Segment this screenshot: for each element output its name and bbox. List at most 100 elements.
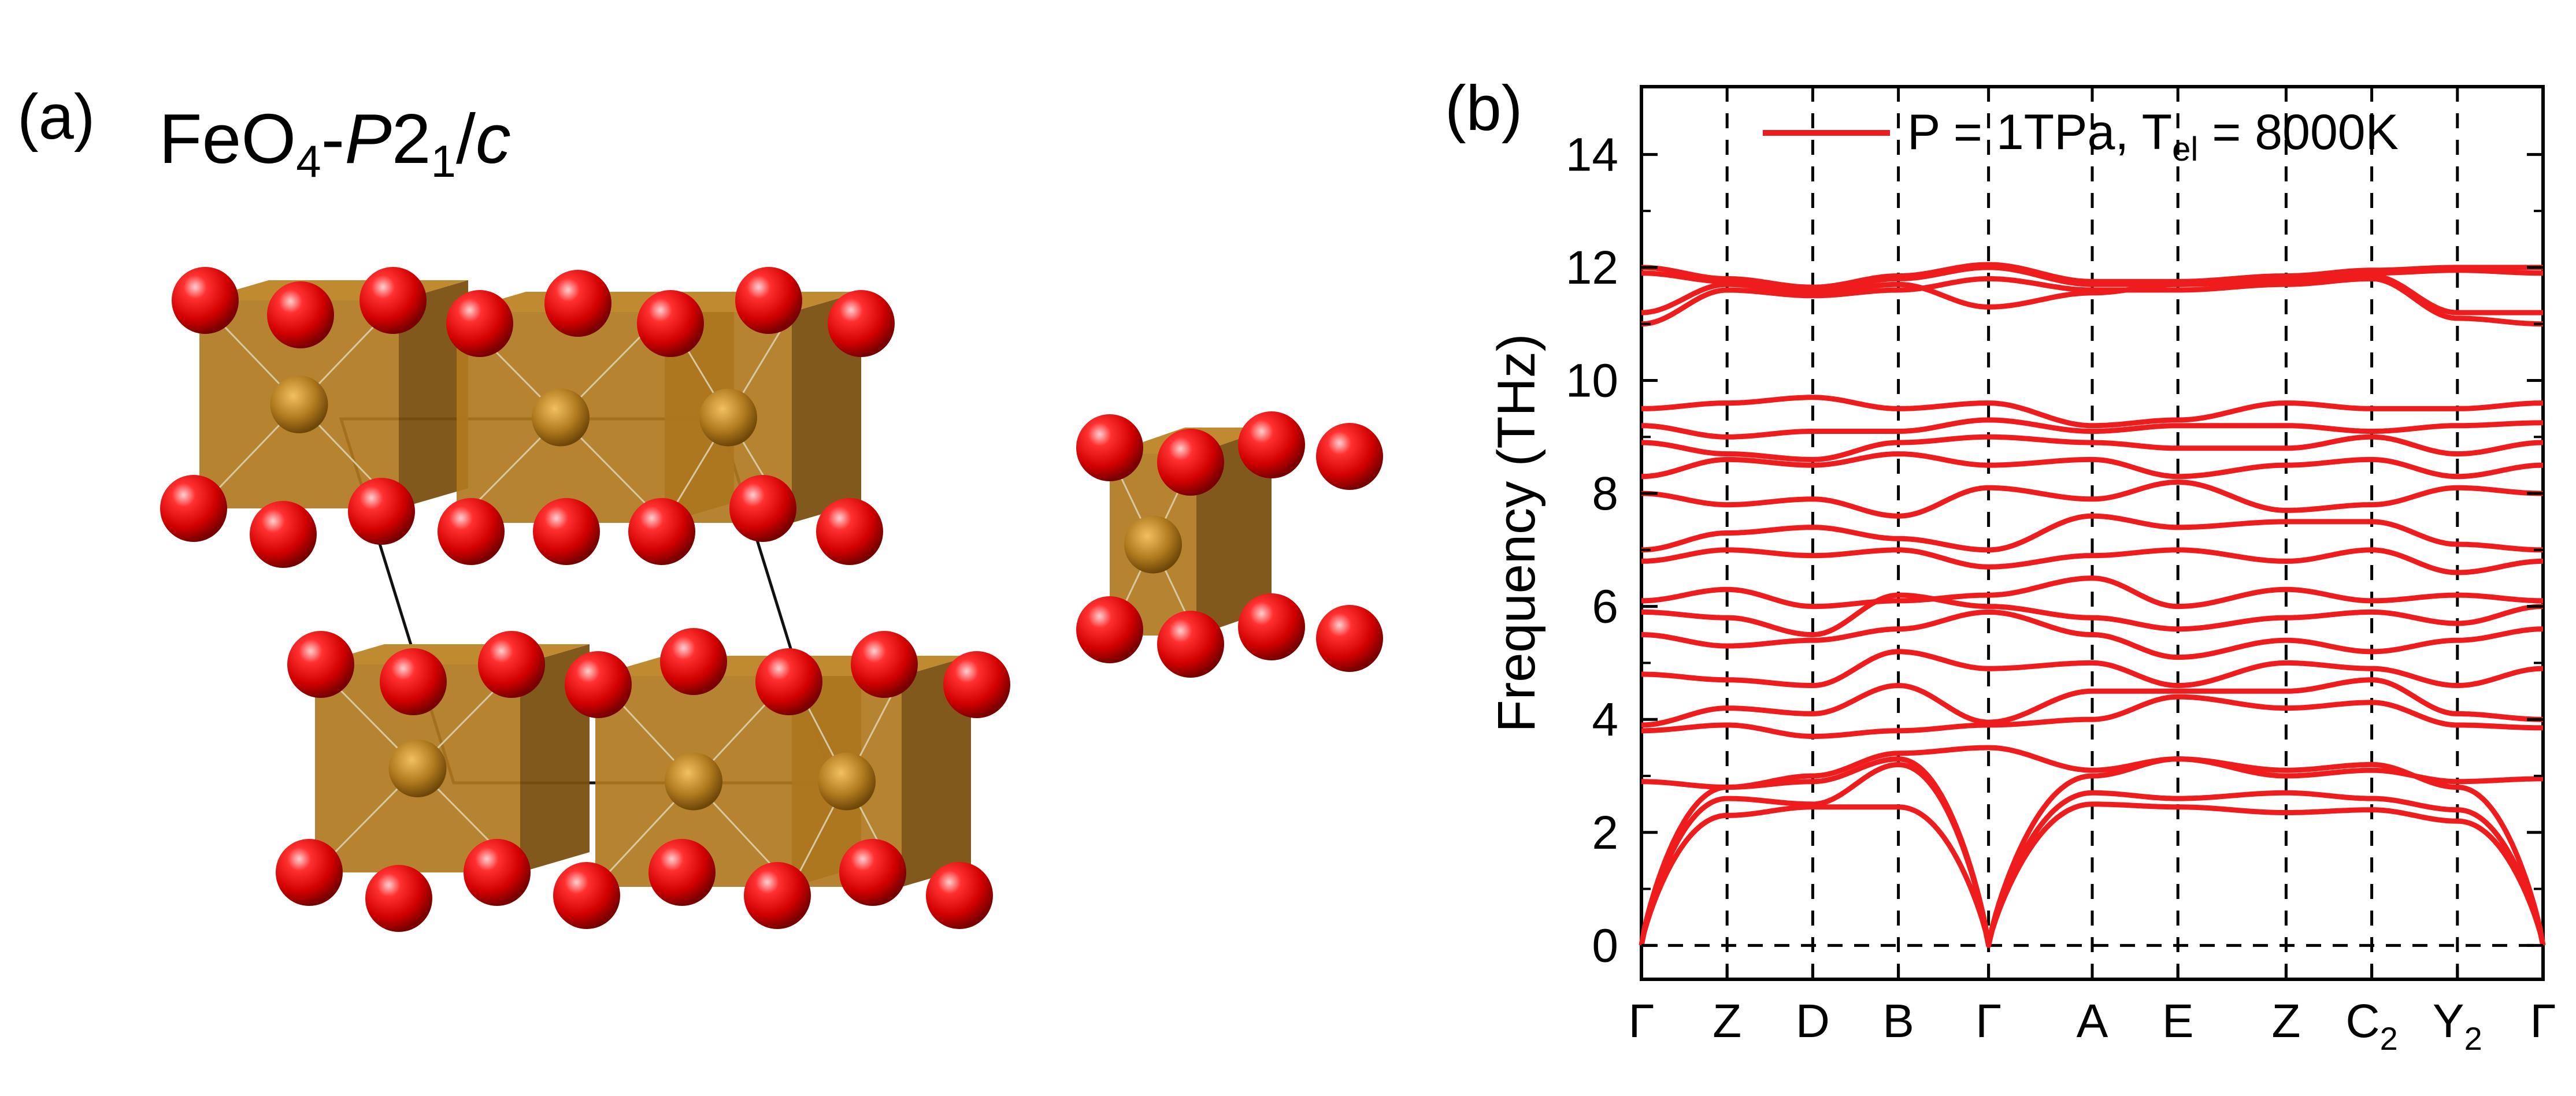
oxygen-atom (276, 839, 343, 906)
oxygen-atom (1316, 423, 1383, 490)
legend-suffix: = 8000K (2198, 105, 2399, 160)
legend-label: P = 1TPa, Tel = 8000K (1907, 105, 2399, 168)
oxygen-atom (1157, 611, 1224, 678)
oxygen-atom (446, 290, 513, 357)
kpoint-label: E (2162, 995, 2194, 1047)
feo-polyhedron (314, 644, 590, 874)
oxygen-atom (628, 498, 695, 565)
title-base: FeO (159, 99, 296, 178)
oxygen-atom (816, 498, 883, 565)
y-tick-label: 0 (1592, 919, 1618, 972)
oxygen-atom (660, 628, 727, 695)
title-slash: / (456, 99, 476, 178)
phonon-bands (1639, 262, 2546, 948)
phonon-band (1641, 592, 2544, 637)
title-italic-c: c (476, 99, 511, 178)
oxygen-atom (735, 267, 802, 334)
oxygen-atom (464, 839, 531, 906)
panel-b-label: (b) (1445, 73, 1522, 144)
phonon-band (1641, 434, 2544, 462)
oxygen-atom (637, 290, 704, 357)
kpoint-label: Γ (1975, 995, 2002, 1047)
y-tick-label: 6 (1592, 581, 1618, 633)
kpoint-label: D (1796, 995, 1830, 1047)
oxygen-atom (544, 270, 611, 337)
phonon-band (1641, 262, 2543, 290)
phonon-band (1641, 417, 2543, 440)
legend-prefix: P = 1TPa, T (1907, 105, 2172, 160)
title-mid: - (321, 99, 345, 178)
oxygen-atom (926, 862, 993, 929)
y-axis-title: Frequency (THz) (1487, 333, 1546, 732)
oxygen-atom (648, 839, 716, 906)
kpoint-label: Z (2271, 995, 2300, 1047)
phonon-band (1641, 677, 2543, 728)
phonon-band (1641, 265, 2543, 293)
kpoint-label: Y2 (2433, 995, 2482, 1057)
oxygen-atom (943, 651, 1010, 718)
phonon-band (1639, 801, 2546, 948)
oxygen-atom (1316, 605, 1383, 672)
oxygen-atom (172, 267, 239, 334)
oxygen-atom (348, 478, 415, 545)
phonon-band (1641, 480, 2544, 519)
phonon-band (1641, 276, 2543, 327)
iron-atom (388, 740, 447, 797)
oxygen-atom (828, 290, 895, 357)
oxygen-atom (438, 498, 505, 565)
oxygen-atom (359, 267, 427, 334)
title-sub: 4 (296, 136, 321, 187)
polyhedron-side-face (902, 656, 971, 887)
oxygen-atom (755, 648, 822, 715)
kpoint-label: Γ (1628, 995, 1654, 1047)
oxygen-atom (365, 865, 432, 932)
phonon-band (1641, 575, 2543, 610)
crystal-structure (160, 267, 1383, 932)
oxygen-atom (380, 648, 447, 715)
panel-a: (a) FeO4-P21/c (17, 81, 1383, 932)
kpoint-label: B (1882, 995, 1914, 1047)
title-two: 2 (392, 99, 431, 178)
phonon-band (1639, 756, 2546, 948)
oxygen-atom (267, 281, 334, 348)
phonon-band (1641, 694, 2544, 739)
kpoint-label: C2 (2345, 995, 2397, 1057)
iron-atom (532, 388, 590, 447)
legend: P = 1TPa, Tel = 8000K (1763, 105, 2399, 168)
oxygen-atom (851, 631, 918, 698)
panel-a-label: (a) (17, 81, 95, 153)
oxygen-atom (1076, 414, 1143, 481)
oxygen-atom (729, 475, 796, 542)
oxygen-atom (250, 501, 317, 568)
y-tick-label: 2 (1592, 807, 1618, 859)
high-symmetry-lines (1641, 87, 2543, 979)
oxygen-atom (839, 839, 906, 906)
y-tick-label: 4 (1592, 693, 1618, 746)
title-sub1: 1 (431, 136, 456, 187)
y-tick-label: 14 (1566, 128, 1618, 181)
title-italic-p: P (344, 99, 391, 178)
iron-atom (270, 376, 328, 433)
phonon-band (1641, 745, 2543, 790)
iron-atom (665, 752, 722, 811)
phonon-band (1641, 609, 2544, 660)
iron-atom (699, 388, 757, 447)
oxygen-atom (287, 631, 354, 698)
oxygen-atom (1157, 429, 1224, 496)
kpoint-label: A (2077, 995, 2108, 1047)
phonon-band (1641, 547, 2543, 575)
oxygen-atom (553, 862, 620, 929)
oxygen-atom (1238, 411, 1305, 478)
legend-sub: el (2172, 131, 2198, 168)
phonon-band (1639, 761, 2546, 948)
phonon-band (1641, 649, 2544, 688)
oxygen-atom (478, 631, 545, 698)
phonon-band (1641, 395, 2543, 429)
kpoint-label: Γ (2530, 995, 2556, 1047)
oxygen-atom (533, 498, 600, 565)
structure-title: FeO4-P21/c (159, 99, 511, 187)
